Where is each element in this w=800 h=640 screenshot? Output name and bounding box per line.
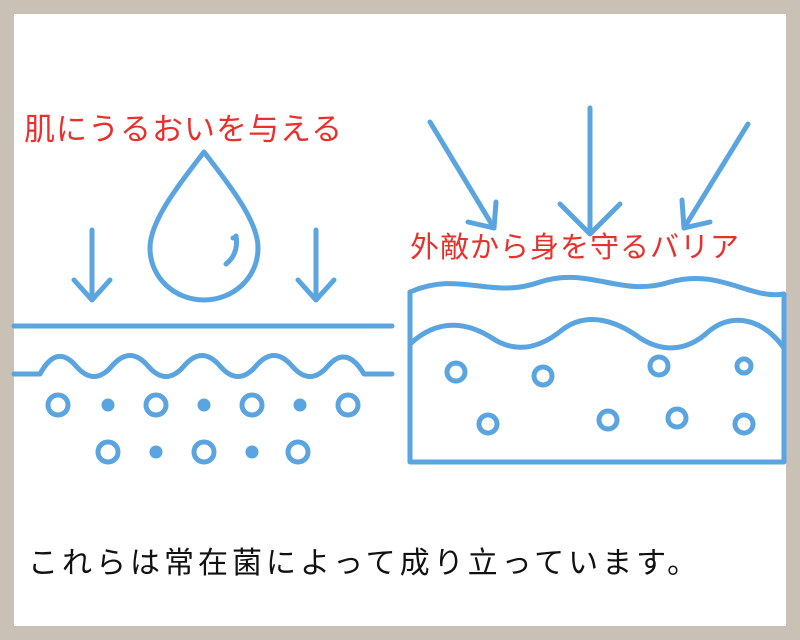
arrow-down-icon	[427, 119, 499, 231]
diagram-caption: これらは常在菌によって成り立っています。	[28, 546, 702, 581]
moisture-panel	[11, 149, 395, 465]
arrow-down-icon	[679, 121, 751, 231]
diagram-frame	[14, 14, 786, 626]
water-drop-highlight	[223, 233, 239, 267]
bacteria-cluster	[444, 354, 756, 436]
skin-block-outline	[407, 274, 787, 465]
water-drop-dot	[230, 235, 236, 241]
moisture-label: 肌にうるおいを与える	[24, 112, 344, 148]
barrier-panel	[407, 105, 787, 465]
bacteria-row	[45, 392, 361, 418]
arrow-down-icon	[295, 227, 337, 303]
skin-inner-wave	[407, 317, 787, 351]
arrow-down-icon	[71, 227, 113, 303]
bacteria-row	[95, 439, 311, 465]
barrier-label: 外敵から身を守るバリア	[410, 230, 741, 264]
water-drop-icon	[147, 149, 261, 303]
skin-wave-line	[11, 353, 395, 379]
arrow-down-icon	[557, 105, 623, 237]
